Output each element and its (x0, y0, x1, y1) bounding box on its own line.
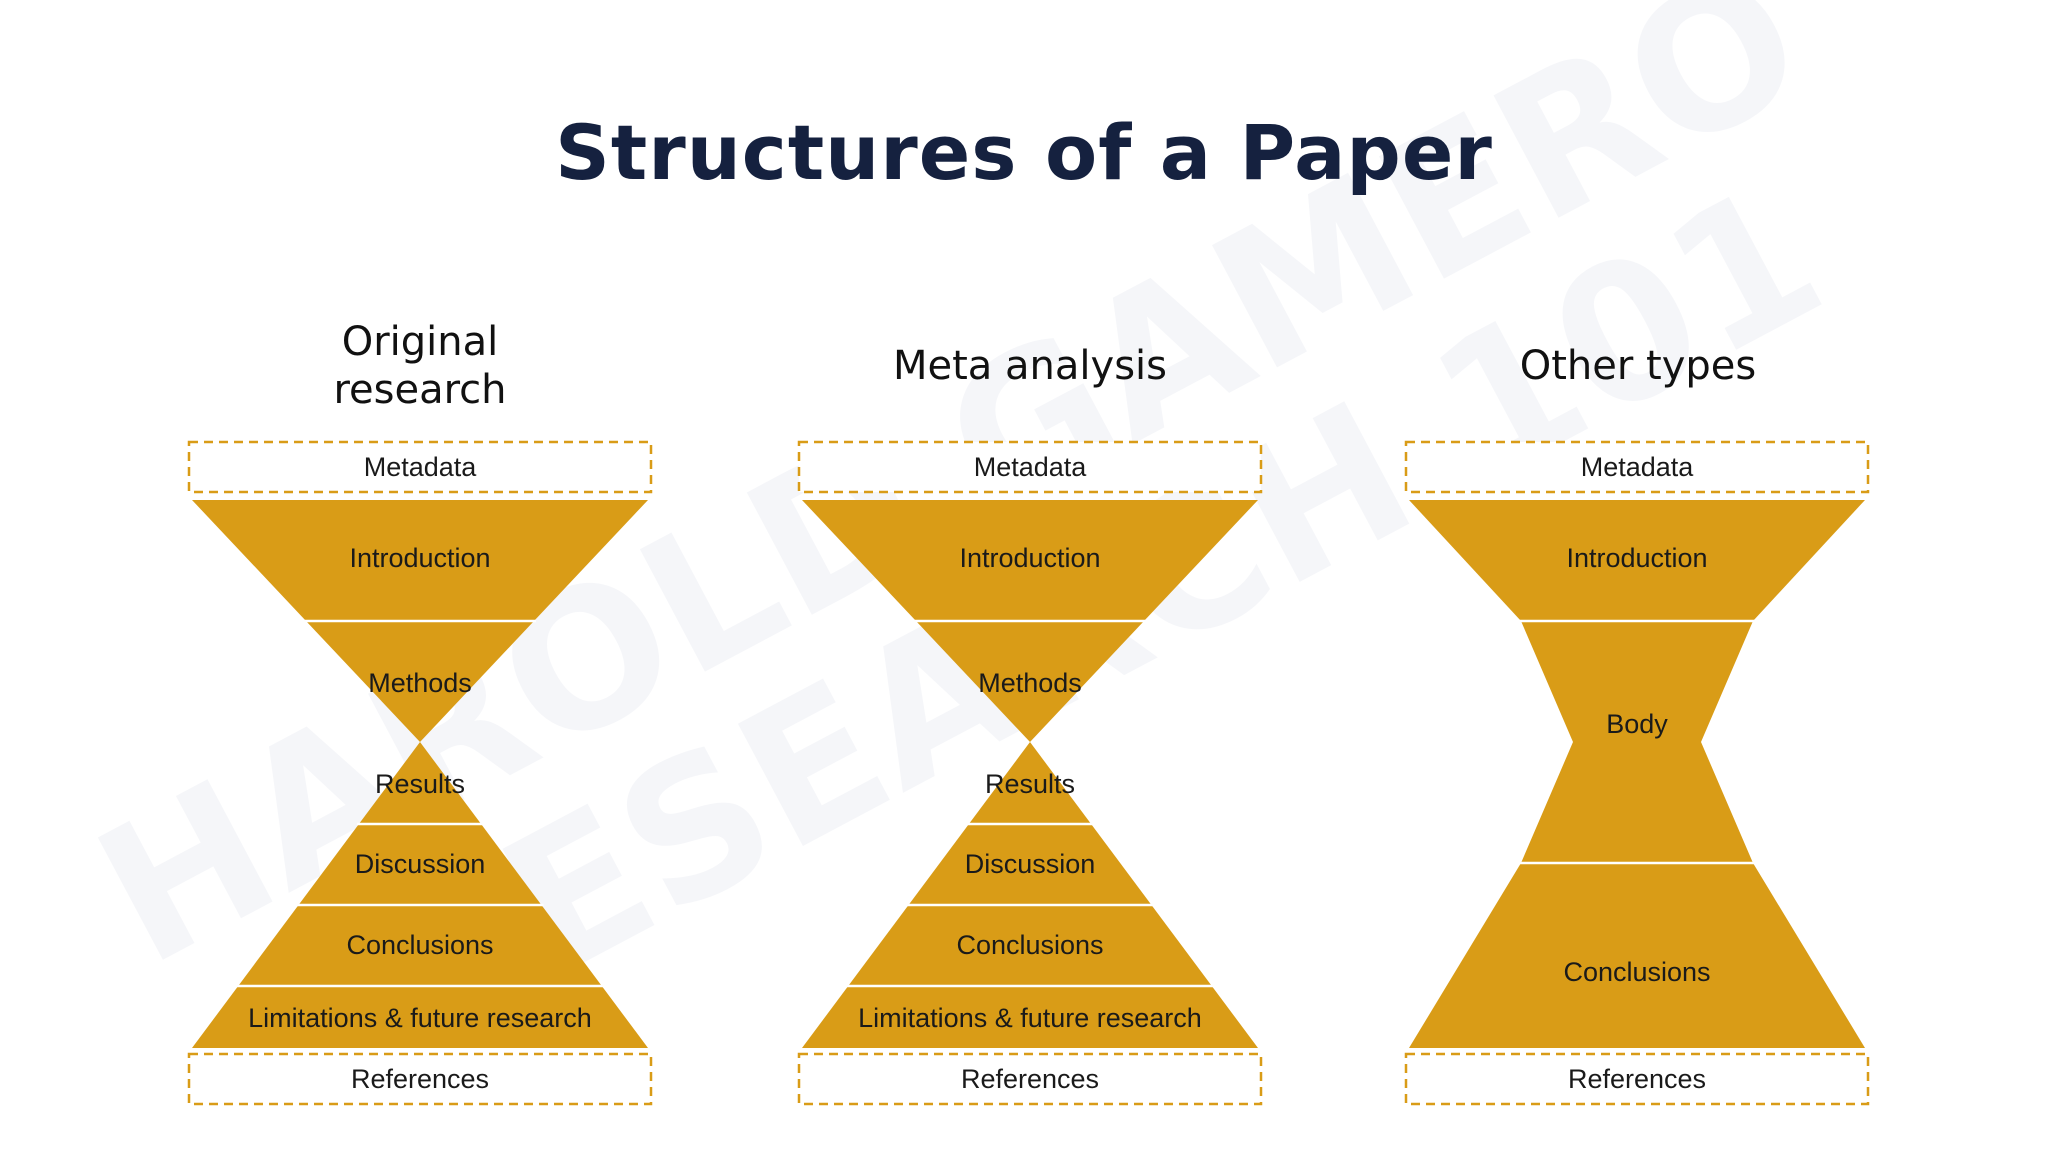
segment-methods-label: Methods (368, 668, 472, 698)
segment-conclusions: Conclusions (238, 905, 602, 986)
column-heading-other-types: Other types (1378, 342, 1898, 390)
segment-body-label: Body (1606, 709, 1668, 739)
segment-methods-shape (306, 621, 534, 742)
segment-methods: Methods (306, 621, 534, 742)
metadata-box-border (187, 440, 653, 494)
segment-conclusions-label: Conclusions (1563, 957, 1710, 987)
segment-introduction: Introduction (802, 500, 1258, 621)
segment-discussion-label: Discussion (965, 849, 1096, 879)
segment-results-shape (358, 742, 482, 824)
column-heading-line-2: research (333, 367, 507, 413)
segment-introduction-label: Introduction (959, 543, 1100, 573)
segment-limitations-and-future-research-label: Limitations & future research (858, 1003, 1202, 1033)
references-box: References (797, 1052, 1263, 1106)
metadata-box: Metadata (1404, 440, 1870, 494)
segment-introduction: Introduction (192, 500, 648, 621)
page-title: Structures of a Paper (555, 108, 1493, 197)
segment-introduction: Introduction (1409, 500, 1865, 621)
metadata-box: Metadata (797, 440, 1263, 494)
segment-results: Results (358, 742, 482, 824)
segment-introduction-shape (802, 500, 1258, 621)
metadata-box-border (1404, 440, 1870, 494)
column-heading-line-1: Original (341, 319, 499, 365)
metadata-box: Metadata (187, 440, 653, 494)
references-box-border (797, 1052, 1263, 1106)
segment-results-shape (968, 742, 1092, 824)
segment-discussion: Discussion (908, 824, 1152, 905)
references-box: References (187, 1052, 653, 1106)
references-box-label: References (351, 1064, 489, 1094)
segment-limitations-and-future-research: Limitations & future research (802, 986, 1258, 1048)
segment-introduction-shape (192, 500, 648, 621)
segment-methods: Methods (916, 621, 1144, 742)
segment-body-shape (1521, 621, 1753, 863)
references-box: References (1404, 1052, 1870, 1106)
segment-limitations-and-future-research-shape (802, 986, 1258, 1048)
segment-introduction-label: Introduction (1566, 543, 1707, 573)
segment-introduction-shape (1409, 500, 1865, 621)
segment-body: Body (1521, 621, 1753, 863)
segment-results-label: Results (375, 769, 465, 799)
segment-methods-label: Methods (978, 668, 1082, 698)
column-heading-meta-analysis: Meta analysis (770, 342, 1290, 390)
references-box-border (187, 1052, 653, 1106)
segment-conclusions: Conclusions (1409, 863, 1865, 1048)
metadata-box-label: Metadata (1581, 452, 1695, 482)
segment-conclusions-shape (848, 905, 1212, 986)
segment-conclusions-label: Conclusions (956, 930, 1103, 960)
references-box-label: References (961, 1064, 1099, 1094)
segment-limitations-and-future-research: Limitations & future research (192, 986, 648, 1048)
segment-introduction-label: Introduction (349, 543, 490, 573)
segment-discussion: Discussion (298, 824, 542, 905)
segment-discussion-label: Discussion (355, 849, 486, 879)
segment-conclusions-shape (1409, 863, 1865, 1048)
column-heading-line-1: Meta analysis (893, 343, 1167, 389)
references-box-border (1404, 1052, 1870, 1106)
segment-limitations-and-future-research-label: Limitations & future research (248, 1003, 592, 1033)
segment-discussion-shape (298, 824, 542, 905)
segment-results: Results (968, 742, 1092, 824)
metadata-box-label: Metadata (974, 452, 1088, 482)
references-box-label: References (1568, 1064, 1706, 1094)
column-heading-original-research: Original research (160, 318, 680, 414)
metadata-box-border (797, 440, 1263, 494)
segment-conclusions-shape (238, 905, 602, 986)
segment-methods-shape (916, 621, 1144, 742)
segment-discussion-shape (908, 824, 1152, 905)
segment-conclusions-label: Conclusions (346, 930, 493, 960)
segment-conclusions: Conclusions (848, 905, 1212, 986)
metadata-box-label: Metadata (364, 452, 478, 482)
segment-limitations-and-future-research-shape (192, 986, 648, 1048)
segment-results-label: Results (985, 769, 1075, 799)
column-heading-line-1: Other types (1519, 343, 1757, 389)
